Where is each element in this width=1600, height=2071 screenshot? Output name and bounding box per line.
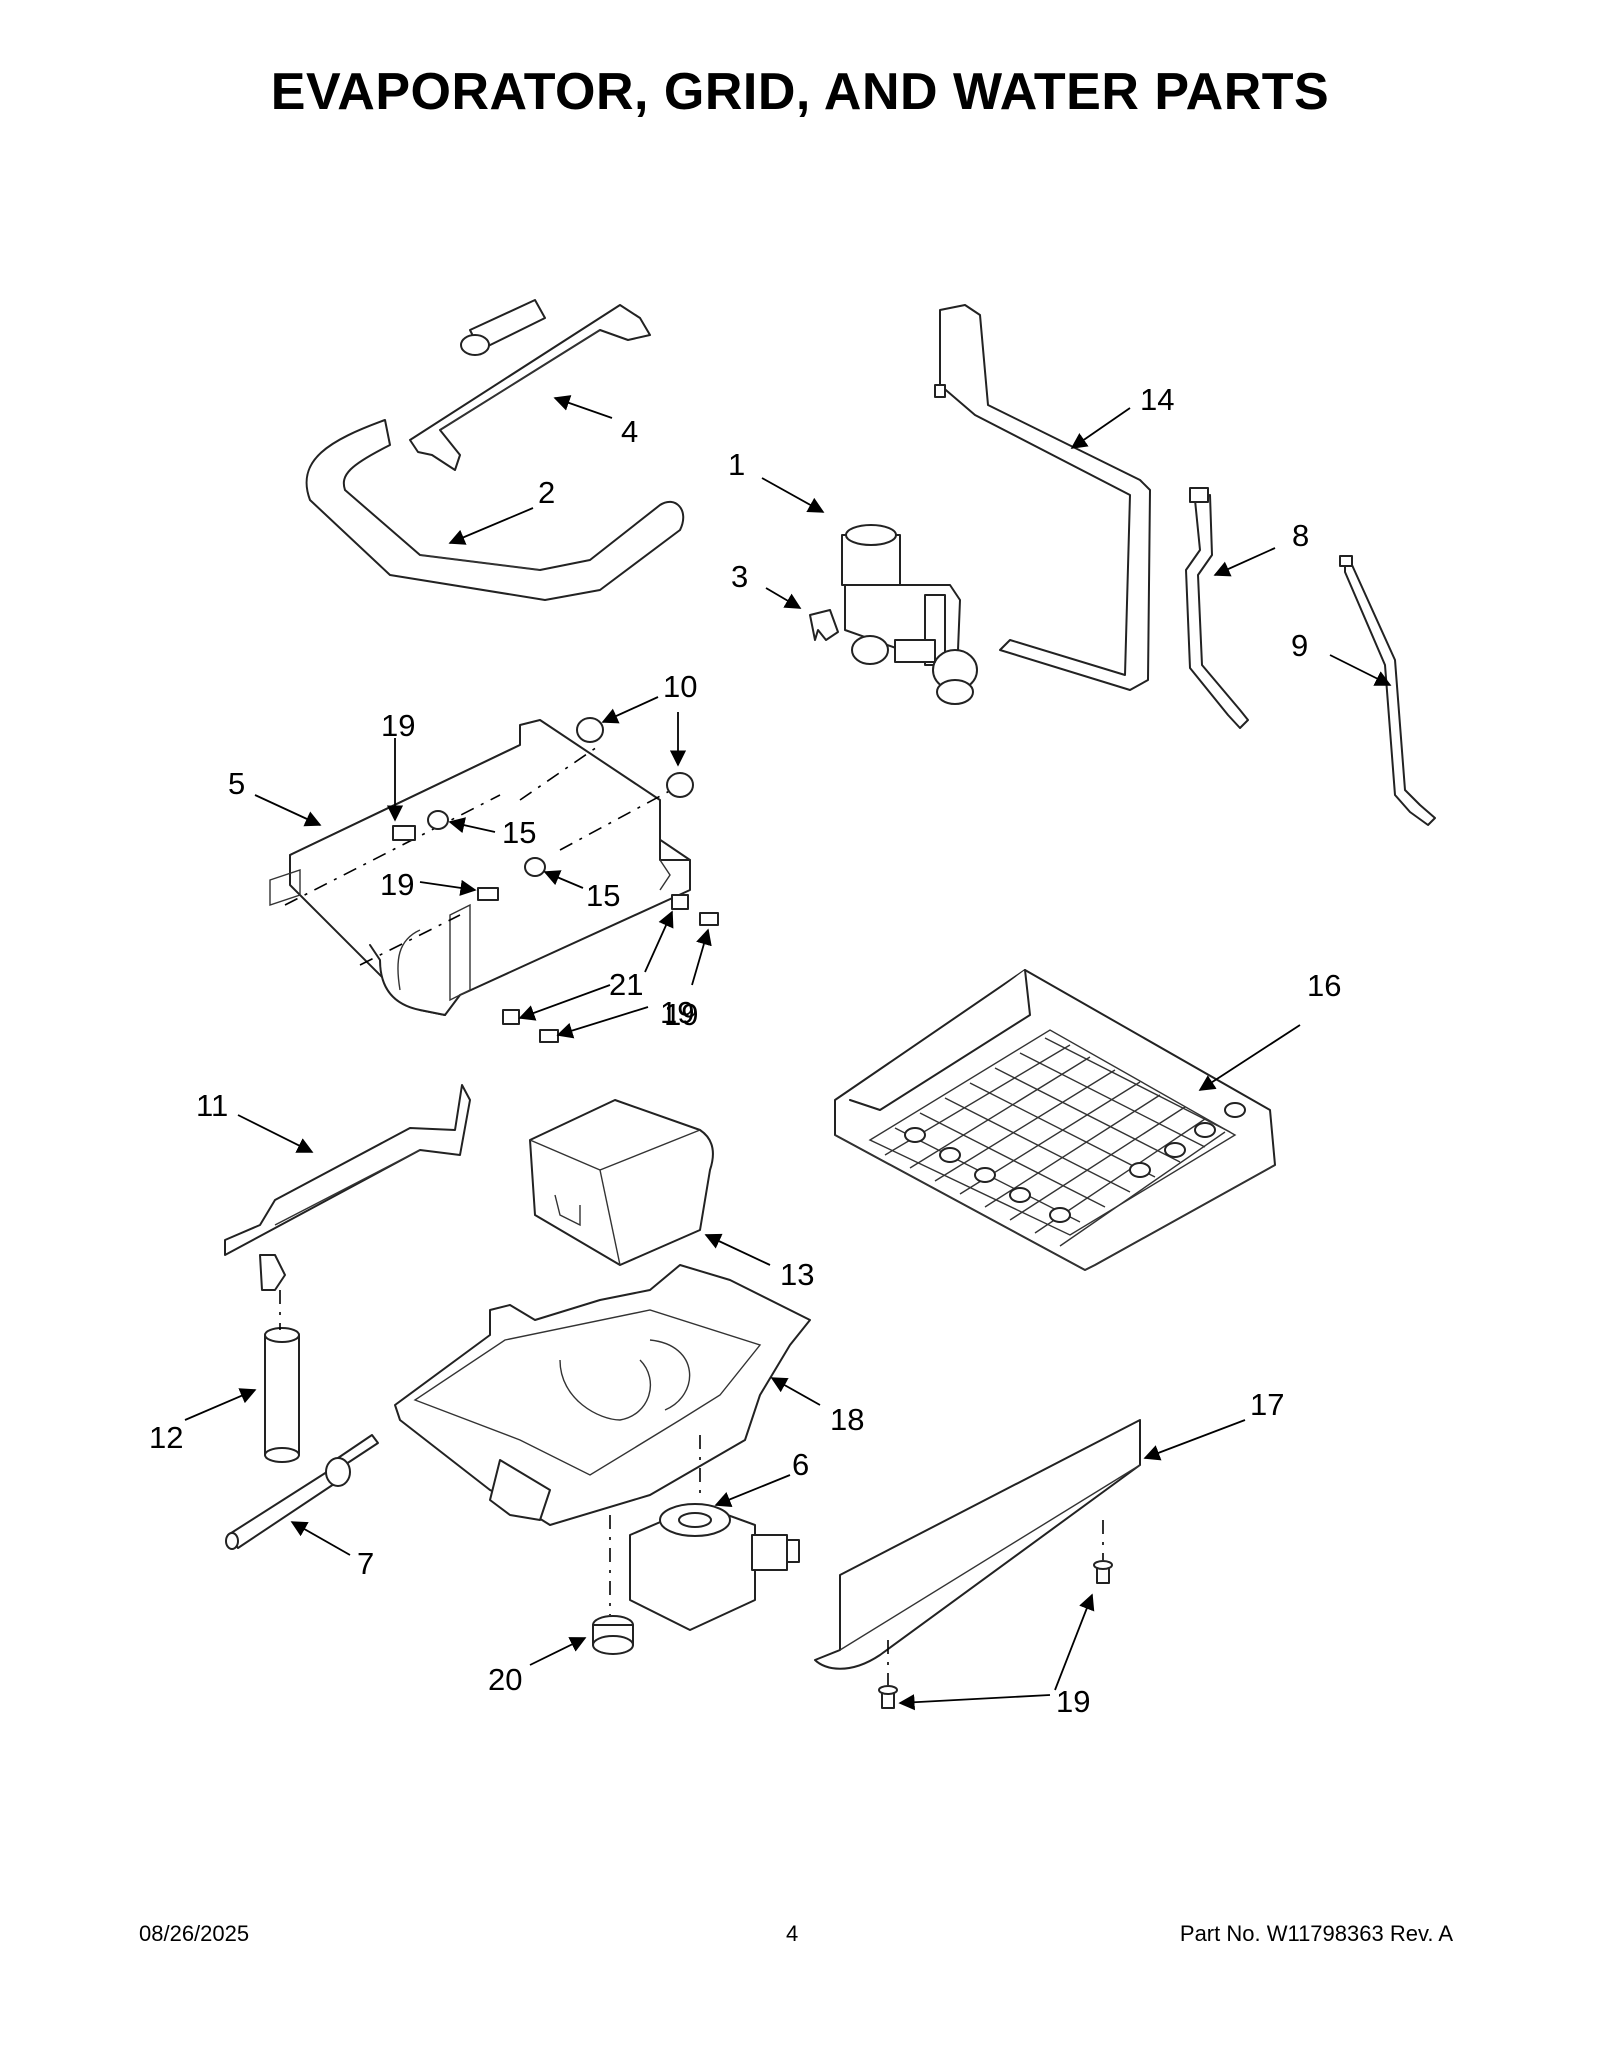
- callout-19a: 19: [381, 708, 415, 743]
- callout-3: 3: [731, 559, 748, 594]
- part-19-screws-bottom: [878, 1520, 1113, 1709]
- part-14-tube: [934, 304, 1151, 691]
- callout-10: 10: [663, 669, 697, 704]
- part-10-grommet-a: [576, 717, 604, 743]
- part-11-trough: [224, 1084, 471, 1291]
- part-10-grommet-b: [666, 772, 694, 798]
- callout-19b: 19: [380, 867, 414, 902]
- page-title: EVAPORATOR, GRID, AND WATER PARTS: [270, 63, 1330, 121]
- part-18-tray: [394, 1264, 811, 1615]
- callout-2: 2: [538, 475, 555, 510]
- part-2-tube: [305, 419, 685, 601]
- callout-19c: 19: [664, 997, 698, 1032]
- callout-12: 12: [149, 1420, 183, 1455]
- callout-15a: 15: [502, 815, 536, 850]
- callout-19e: 19: [1056, 1684, 1090, 1719]
- footer-date: 08/26/2025: [139, 1921, 250, 1946]
- callout-1: 1: [728, 447, 745, 482]
- fasteners: [392, 810, 719, 1043]
- part-16-evaporator-grid: [834, 969, 1276, 1271]
- part-3-clip: [809, 609, 839, 641]
- part-6-cup: [629, 1503, 800, 1631]
- part-9-tube: [1339, 555, 1436, 826]
- callout-13: 13: [780, 1257, 814, 1292]
- part-17-panel: [814, 1419, 1141, 1670]
- part-13-cover: [529, 1099, 714, 1266]
- part-8-tube: [1185, 487, 1249, 729]
- callout-21: 21: [609, 967, 643, 1002]
- callout-labels: 1 2 3 4 5 6 7 8 9 10 11 12 13 14 15 15 1…: [149, 382, 1341, 1719]
- callout-15b: 15: [586, 878, 620, 913]
- callout-20: 20: [488, 1662, 522, 1697]
- callout-19d: 19: [660, 995, 694, 1030]
- footer-page-number: 4: [786, 1921, 799, 1946]
- callout-18: 18: [830, 1402, 864, 1437]
- callout-6: 6: [792, 1447, 809, 1482]
- part-1-water-valve: [841, 524, 978, 705]
- callout-14: 14: [1140, 382, 1174, 417]
- callout-5: 5: [228, 766, 245, 801]
- callout-17: 17: [1250, 1387, 1284, 1422]
- callout-4: 4: [621, 414, 638, 449]
- footer-part-number: Part No. W11798363 Rev. A: [1179, 1921, 1453, 1946]
- part-7-tube-fitting: [225, 1434, 379, 1550]
- part-12-cylinder: [264, 1290, 300, 1463]
- part-20-nut: [592, 1615, 634, 1655]
- callout-16: 16: [1307, 968, 1341, 1003]
- callout-9: 9: [1291, 628, 1308, 663]
- callout-8: 8: [1292, 518, 1309, 553]
- part-4-bracket: [409, 299, 651, 471]
- callout-7: 7: [357, 1546, 374, 1581]
- callout-11: 11: [196, 1088, 228, 1123]
- leader-lines: [184, 395, 1392, 1711]
